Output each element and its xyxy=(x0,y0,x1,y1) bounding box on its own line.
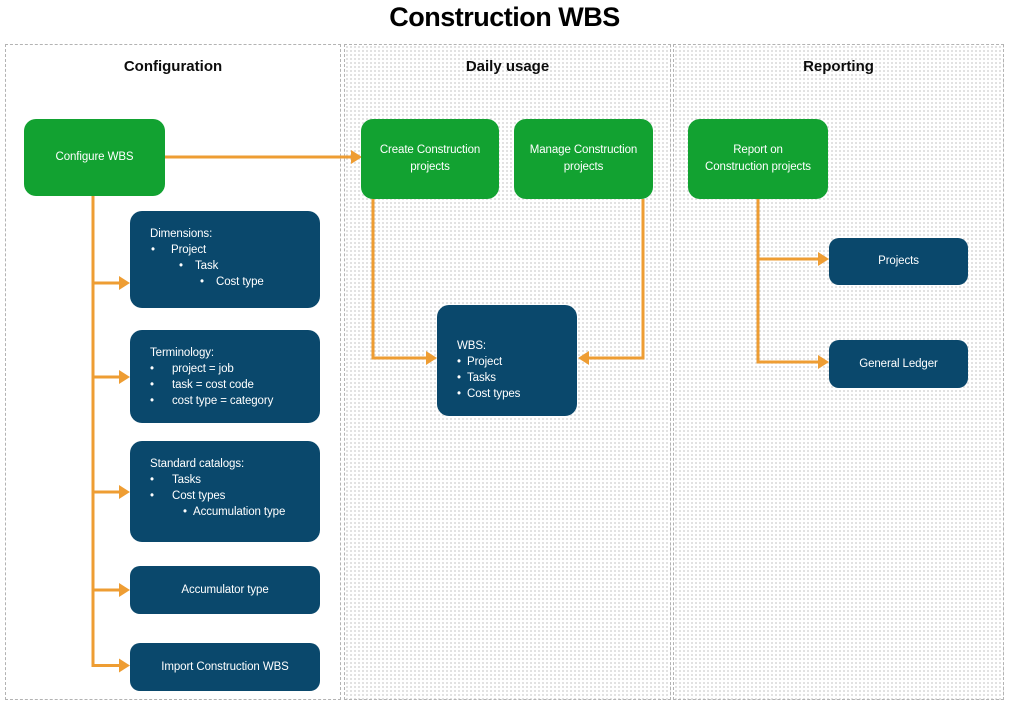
bullet-glyph: • xyxy=(150,474,154,486)
node-manage-construction-projects: Manage Construction projects xyxy=(514,119,653,199)
bullet-glyph: • xyxy=(183,506,187,518)
bullet-text: Cost type xyxy=(216,276,264,288)
bullet-glyph: • xyxy=(150,490,154,502)
bullet-glyph: • xyxy=(200,276,204,288)
node-projects: Projects xyxy=(829,238,968,285)
configure-wbs-label: Configure WBS xyxy=(55,151,134,163)
bullet-text: task = cost code xyxy=(172,379,254,391)
column-header-daily-usage: Daily usage xyxy=(465,58,550,75)
bullet-glyph: • xyxy=(151,244,155,256)
import-construction-wbs-label: Import Construction WBS xyxy=(161,660,289,673)
projects-label: Projects xyxy=(878,255,919,267)
report-projects-label: Report on Construction projects xyxy=(705,144,811,173)
dimensions-item-task: • Task xyxy=(150,258,310,274)
bullet-glyph: • xyxy=(150,363,154,375)
node-accumulator-type: Accumulator type xyxy=(130,566,320,614)
node-wbs: WBS: • Project • Tasks • Cost types xyxy=(437,305,577,416)
node-configure-wbs: Configure WBS xyxy=(24,119,165,196)
terminology-item-project: • project = job xyxy=(150,361,310,377)
dimensions-item-cost-type: • Cost type xyxy=(150,274,310,290)
bullet-text: Tasks xyxy=(172,474,201,486)
bullet-text: project = job xyxy=(172,363,234,375)
bullet-glyph: • xyxy=(457,372,461,384)
node-dimensions: Dimensions: • Project • Task • Cost type xyxy=(130,211,320,308)
bullet-glyph: • xyxy=(179,260,183,272)
accumulator-type-label: Accumulator type xyxy=(181,583,269,596)
bullet-glyph: • xyxy=(457,388,461,400)
wbs-item-cost-types: • Cost types xyxy=(457,386,567,402)
bullet-text: Project xyxy=(171,244,207,256)
dimensions-title: Dimensions: xyxy=(150,228,213,240)
node-general-ledger: General Ledger xyxy=(829,340,968,388)
bullet-text: Task xyxy=(195,260,219,272)
catalogs-item-tasks: • Tasks xyxy=(150,472,310,488)
terminology-item-task: • task = cost code xyxy=(150,377,310,393)
terminology-title: Terminology: xyxy=(150,347,214,359)
catalogs-item-cost-types: • Cost types xyxy=(150,488,310,504)
bullet-text: Accumulation type xyxy=(193,506,286,518)
create-projects-label: Create Construction projects xyxy=(379,144,481,173)
bullet-glyph: • xyxy=(150,395,154,407)
bullet-text: Project xyxy=(467,356,503,368)
bullet-text: Cost types xyxy=(172,490,226,502)
column-header-configuration: Configuration xyxy=(123,58,223,75)
wbs-item-tasks: • Tasks xyxy=(457,370,567,386)
bullet-text: Tasks xyxy=(467,372,496,384)
manage-projects-label: Manage Construction projects xyxy=(529,144,638,173)
bullet-text: Cost types xyxy=(467,388,521,400)
standard-catalogs-title: Standard catalogs: xyxy=(150,458,245,470)
node-terminology: Terminology: • project = job • task = co… xyxy=(130,330,320,423)
bullet-glyph: • xyxy=(150,379,154,391)
node-report-on-construction-projects: Report on Construction projects xyxy=(688,119,828,199)
bullet-glyph: • xyxy=(457,356,461,368)
diagram-title: Construction WBS xyxy=(389,2,620,32)
node-create-construction-projects: Create Construction projects xyxy=(361,119,499,199)
node-import-construction-wbs: Import Construction WBS xyxy=(130,643,320,691)
general-ledger-label: General Ledger xyxy=(859,357,938,370)
terminology-item-cost-type: • cost type = category xyxy=(150,393,310,409)
bullet-text: cost type = category xyxy=(172,395,274,407)
node-standard-catalogs: Standard catalogs: • Tasks • Cost types … xyxy=(130,441,320,542)
dimensions-item-project: • Project xyxy=(150,242,310,258)
catalogs-item-accumulation-type: • Accumulation type xyxy=(150,504,310,520)
column-header-reporting: Reporting xyxy=(803,58,874,75)
wbs-title: WBS: xyxy=(457,340,486,352)
wbs-item-project: • Project xyxy=(457,354,567,370)
